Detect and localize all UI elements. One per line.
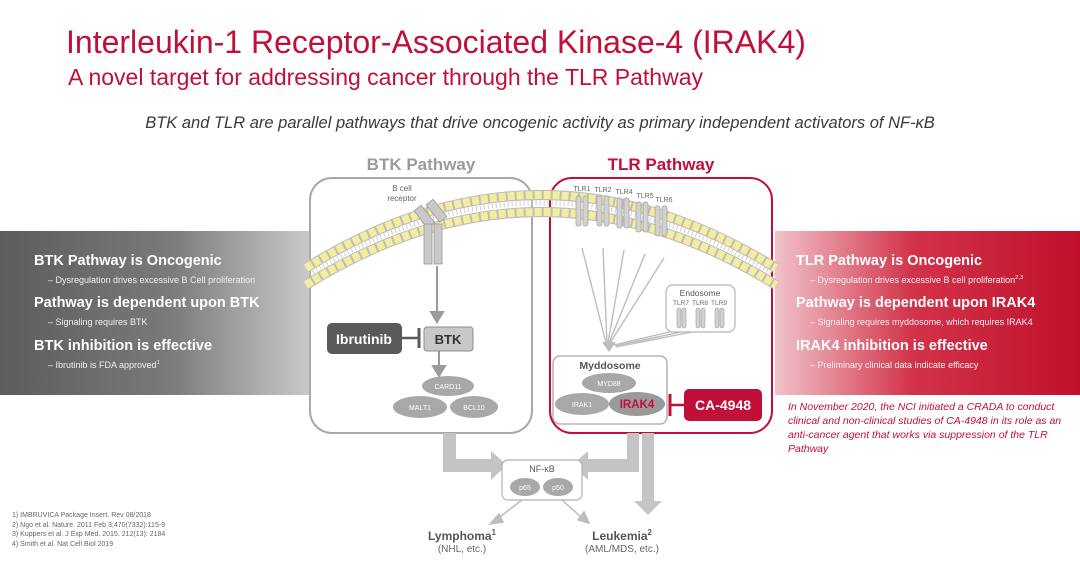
tlr4-label: TLR4 xyxy=(615,189,632,196)
reference-2: 2) Ngo et al. Nature. 2011 Feb 3;470(733… xyxy=(12,521,166,529)
lymphoma-outcome: Lymphoma1 xyxy=(428,528,496,543)
malt1-node xyxy=(393,396,447,418)
ibrutinib-badge xyxy=(327,323,402,354)
p65-node xyxy=(510,478,540,496)
tlr2-label: TLR2 xyxy=(594,187,611,194)
malt1-label: MALT1 xyxy=(409,405,431,412)
btk-pathway-title: BTK Pathway xyxy=(366,155,476,174)
tlr6-label: TLR6 xyxy=(655,197,672,204)
leukemia-subtitle: (AML/MDS, etc.) xyxy=(585,544,659,555)
btk-summary-detail-3: – Ibrutinib is FDA approved1 xyxy=(48,360,160,370)
tlr-summary-detail-1: – Dysregulation drives excessive B cell … xyxy=(810,275,1024,285)
p65-label: p65 xyxy=(519,485,531,492)
reference-4: 4) Smith et al. Nat Cell Biol 2019 xyxy=(12,540,114,548)
tlr-summary-detail-3: – Preliminary clinical data indicate eff… xyxy=(810,360,979,370)
nfkb-title: NF-κB xyxy=(529,464,555,474)
myddosome-title: Myddosome xyxy=(579,360,640,372)
tlr-summary-heading-1: TLR Pathway is Oncogenic xyxy=(796,253,983,269)
tlr8-label: TLR8 xyxy=(692,300,708,307)
btk-kinase-label: BTK xyxy=(435,332,462,347)
card11-node xyxy=(422,376,474,396)
tlr1-label: TLR1 xyxy=(573,186,590,193)
endosome-receptor-icons xyxy=(676,307,725,329)
btk-summary-heading-2: Pathway is dependent upon BTK xyxy=(34,295,260,311)
btk-summary-detail-1: – Dysregulation drives excessive B Cell … xyxy=(48,275,256,285)
btk-summary-heading-1: BTK Pathway is Oncogenic xyxy=(34,253,222,269)
btk-summary-panel: BTK Pathway is Oncogenic – Dysregulation… xyxy=(0,231,310,395)
tlr-arrowhead xyxy=(602,342,616,352)
ca4948-badge xyxy=(684,389,762,421)
lymphoma-subtitle: (NHL, etc.) xyxy=(437,544,487,555)
irak4-label: IRAK4 xyxy=(620,399,655,411)
receptor-label-line1: B cell xyxy=(392,184,412,193)
crada-note: In November 2020, the NCI initiated a CR… xyxy=(788,401,1062,455)
p50-label: p50 xyxy=(552,485,564,492)
page-title: Interleukin-1 Receptor-Associated Kinase… xyxy=(66,24,806,60)
tlr-pathway-title: TLR Pathway xyxy=(607,155,715,174)
irak4-node xyxy=(609,392,665,416)
btk-kinase-box xyxy=(423,326,474,352)
endosome-title: Endosome xyxy=(680,288,721,298)
btk-summary-heading-3: BTK inhibition is effective xyxy=(34,338,213,354)
btk-signal-arrows xyxy=(429,266,447,378)
myd88-node xyxy=(582,373,636,393)
tlr-summary-heading-3: IRAK4 inhibition is effective xyxy=(796,338,988,354)
ca4948-label: CA-4948 xyxy=(695,397,751,413)
tlr-summary-panel: TLR Pathway is Oncogenic – Dysregulation… xyxy=(775,231,1080,395)
bcl10-node xyxy=(450,396,498,418)
tlr-receptor-icons xyxy=(575,195,668,237)
bcl10-label: BCL10 xyxy=(463,405,485,412)
page-subtitle: A novel target for addressing cancer thr… xyxy=(68,64,704,90)
references: 1) IMBRUVICA Package Insert. Rev 08/2018… xyxy=(12,511,165,549)
btk-summary-detail-2: – Signaling requires BTK xyxy=(48,317,148,327)
tlr-summary-heading-2: Pathway is dependent upon IRAK4 xyxy=(796,295,1036,311)
tlr-summary-detail-2: – Signaling requires myddosome, which re… xyxy=(810,317,1033,327)
outcome-arrows xyxy=(488,499,591,526)
reference-1: 1) IMBRUVICA Package Insert. Rev 08/2018 xyxy=(12,512,151,519)
reference-3: 3) Kuppers et al. J Exp Med. 2015. 212(1… xyxy=(12,531,166,538)
cell-membrane xyxy=(303,190,779,290)
leukemia-outcome: Leukemia2 xyxy=(592,528,652,543)
card11-label: CARD11 xyxy=(434,384,461,391)
receptor-label-line2: receptor xyxy=(387,194,417,203)
ibrutinib-label: Ibrutinib xyxy=(336,331,392,347)
p50-node xyxy=(543,478,573,496)
tlr-signal-arrows xyxy=(581,247,703,348)
tagline: BTK and TLR are parallel pathways that d… xyxy=(145,114,935,132)
tlr9-label: TLR9 xyxy=(711,300,727,307)
tlr7-label: TLR7 xyxy=(673,300,689,307)
b-cell-receptor-icon xyxy=(413,198,448,265)
tlr5-label: TLR5 xyxy=(636,193,653,200)
myd88-label: MYD88 xyxy=(597,381,620,388)
irak1-node xyxy=(555,393,609,415)
irak1-label: IRAK1 xyxy=(572,402,592,409)
